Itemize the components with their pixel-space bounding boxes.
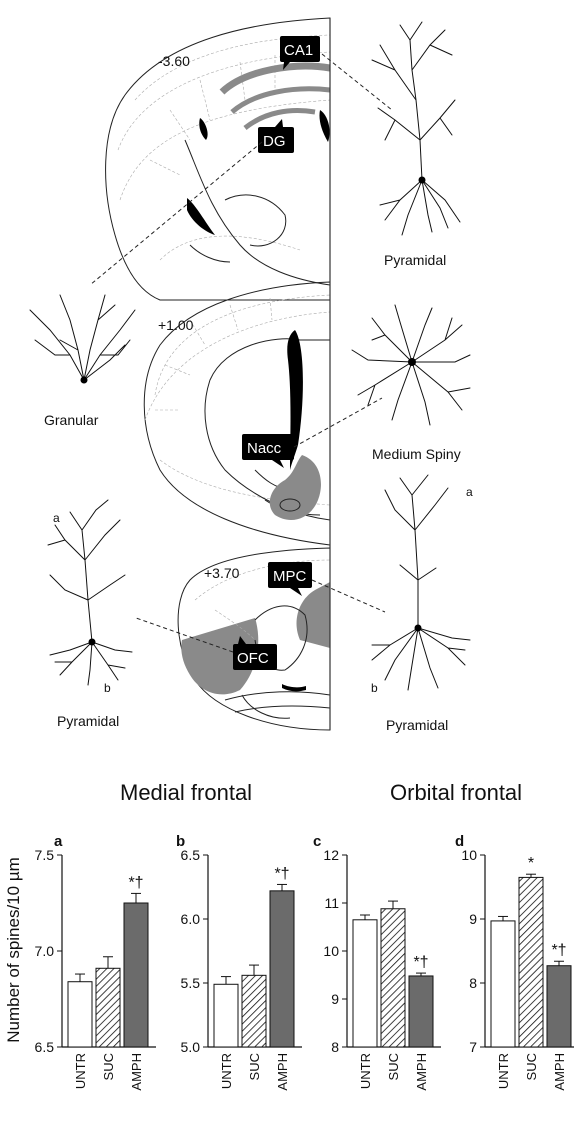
atlas-diagram: -3.60 +1.00 +3.70 [105, 17, 331, 731]
neuron-label-pyramidal-ofc: Pyramidal [57, 713, 119, 729]
neuron-label-granular: Granular [44, 412, 99, 428]
bar-untr [213, 983, 239, 1048]
region-label-ca1: CA1 [280, 36, 320, 70]
significance-mark: * [528, 855, 534, 872]
y-tick-label: 8 [469, 975, 477, 991]
significance-mark: *† [128, 874, 143, 891]
y-tick-label: 9 [469, 911, 477, 927]
y-tick-label: 11 [324, 895, 339, 911]
x-tick-label-untr: UNTR [496, 1053, 511, 1089]
neuron-pyramidal-mpc [371, 474, 471, 691]
region-label-ofc: OFC [233, 636, 277, 670]
bar-amph [408, 975, 434, 1048]
section-level-minus-3-60: -3.60 [158, 53, 190, 69]
x-tick-label-amph: AMPH [275, 1053, 290, 1091]
svg-text:DG: DG [263, 133, 286, 150]
panel-letter: b [176, 833, 185, 850]
x-tick-label-suc: SUC [101, 1053, 116, 1080]
group-title-medial-frontal: Medial frontal [120, 780, 252, 805]
dendrite-mark-mpc-basal: b [371, 681, 378, 695]
bar-suc [95, 967, 121, 1048]
bar-untr [67, 981, 93, 1048]
y-tick-label: 9 [331, 991, 339, 1007]
neuron-label-pyramidal-ca1: Pyramidal [384, 252, 446, 268]
neuron-label-pyramidal-mpc: Pyramidal [386, 717, 448, 733]
neuron-medium-spiny [351, 304, 471, 426]
section-level-plus-1-00: +1.00 [158, 317, 194, 333]
y-tick-label: 7 [469, 1039, 477, 1055]
x-tick-label-suc: SUC [386, 1053, 401, 1080]
neuron-pyramidal-ca1 [371, 21, 461, 236]
significance-mark: *† [274, 865, 289, 882]
atlas-section-plus-3-70 [177, 547, 331, 731]
neuron-granular [29, 294, 136, 384]
connector-lines [89, 53, 393, 653]
region-label-dg: DG [258, 119, 294, 153]
bar-suc [241, 974, 267, 1048]
bar-untr [490, 920, 516, 1048]
section-level-plus-3-70: +3.70 [204, 565, 240, 581]
bar-suc [518, 876, 544, 1048]
y-tick-label: 7.0 [35, 943, 55, 959]
panel-letter: c [313, 833, 321, 850]
significance-mark: *† [551, 942, 566, 959]
panel-letter: a [54, 833, 63, 850]
y-tick-label: 5.0 [181, 1039, 201, 1055]
bar-amph [269, 890, 295, 1048]
atlas-section-plus-1-00 [143, 281, 331, 546]
bar-suc [380, 908, 406, 1048]
svg-text:MPC: MPC [273, 568, 307, 585]
bar-amph [123, 902, 149, 1048]
svg-text:Nacc: Nacc [247, 440, 282, 457]
y-tick-label: 12 [323, 847, 339, 863]
bar-untr [352, 919, 378, 1048]
panel-letter: d [455, 833, 464, 850]
x-tick-label-amph: AMPH [129, 1053, 144, 1091]
svg-text:OFC: OFC [237, 650, 269, 667]
y-axis-label: Number of spines/10 µm [4, 857, 23, 1043]
svg-text:CA1: CA1 [284, 42, 313, 59]
x-tick-label-untr: UNTR [219, 1053, 234, 1089]
x-tick-label-amph: AMPH [552, 1053, 567, 1091]
significance-mark: *† [413, 954, 428, 971]
region-label-mpc: MPC [268, 562, 312, 596]
x-tick-label-untr: UNTR [73, 1053, 88, 1089]
dendrite-mark-ofc-apical: a [53, 511, 60, 525]
neuron-label-medium-spiny: Medium Spiny [372, 446, 461, 462]
x-tick-label-suc: SUC [247, 1053, 262, 1080]
region-label-nacc: Nacc [242, 434, 294, 468]
y-tick-label: 10 [461, 847, 477, 863]
y-tick-label: 7.5 [35, 847, 55, 863]
y-tick-label: 6.0 [181, 911, 201, 927]
y-tick-label: 6.5 [35, 1039, 55, 1055]
group-title-orbital-frontal: Orbital frontal [390, 780, 522, 805]
y-tick-label: 10 [323, 943, 339, 959]
dendrite-mark-ofc-basal: b [104, 681, 111, 695]
neuron-pyramidal-ofc [47, 499, 133, 686]
x-tick-label-amph: AMPH [414, 1053, 429, 1091]
dendrite-mark-mpc-apical: a [466, 485, 473, 499]
y-tick-label: 6.5 [181, 847, 201, 863]
x-tick-label-suc: SUC [524, 1053, 539, 1080]
y-tick-label: 8 [331, 1039, 339, 1055]
bar-amph [546, 965, 572, 1048]
x-tick-label-untr: UNTR [358, 1053, 373, 1089]
y-tick-label: 5.5 [181, 975, 201, 991]
